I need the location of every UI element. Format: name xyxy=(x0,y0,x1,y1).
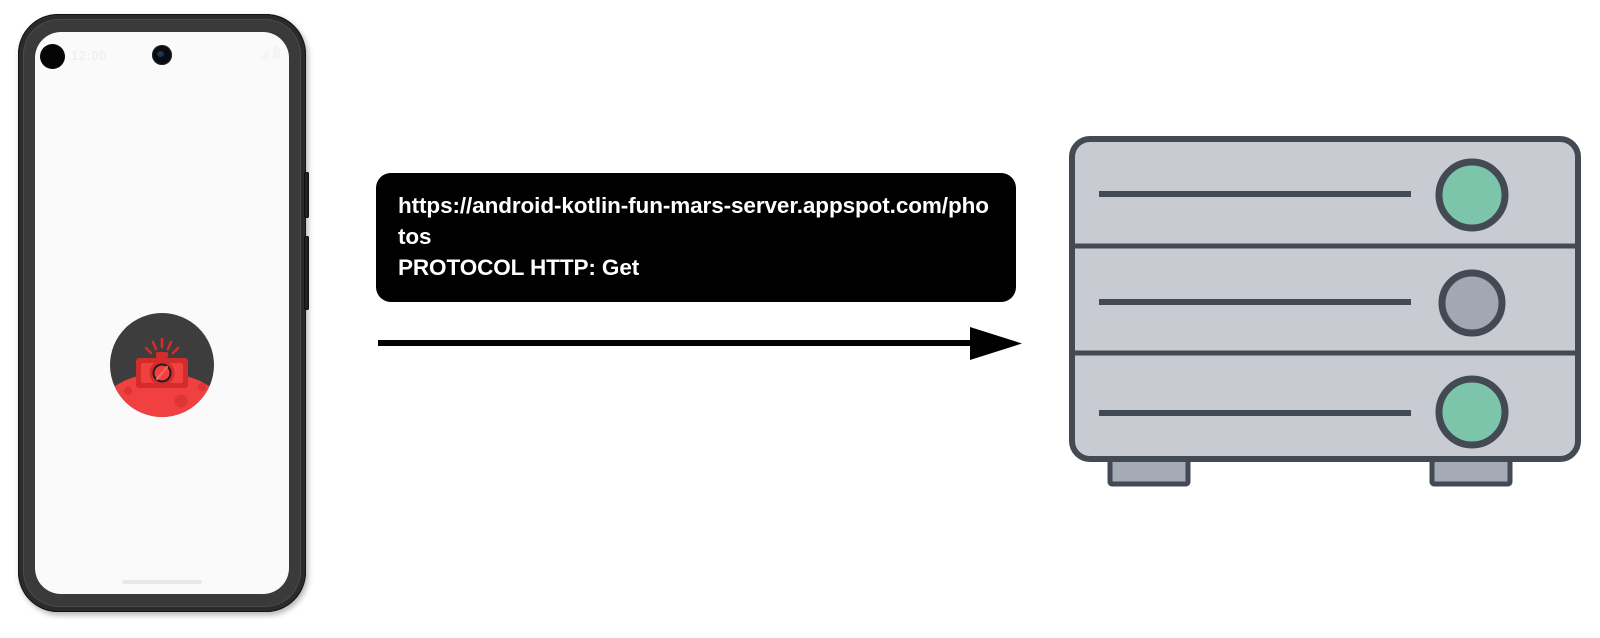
status-bar-time: 12:00 xyxy=(71,48,107,63)
signal-icon xyxy=(259,49,269,59)
volume-button[interactable] xyxy=(304,236,309,310)
power-button[interactable] xyxy=(304,172,309,218)
mars-photos-app-icon[interactable] xyxy=(110,313,214,417)
rack-unit-1 xyxy=(1099,158,1509,232)
front-camera-punch-hole-icon xyxy=(152,45,172,65)
mars-photos-app-icon-svg xyxy=(110,313,214,417)
web-server xyxy=(1069,136,1581,487)
callout-protocol-text: PROTOCOL HTTP: Get xyxy=(398,255,640,280)
phone-screen: 12:00 xyxy=(35,32,289,594)
android-phone: 12:00 xyxy=(18,14,309,612)
battery-icon xyxy=(273,45,280,59)
request-arrow xyxy=(378,327,1022,360)
rack-unit-3 xyxy=(1099,375,1509,449)
status-bar: 12:00 xyxy=(35,32,289,72)
notification-dot-icon xyxy=(40,44,65,69)
url-request-callout: https://android-kotlin-fun-mars-server.a… xyxy=(376,173,1016,302)
gesture-nav-pill xyxy=(122,580,202,584)
rack-unit-2 xyxy=(1099,269,1506,337)
callout-url-text: https://android-kotlin-fun-mars-server.a… xyxy=(398,193,989,249)
status-bar-icons xyxy=(259,45,280,59)
